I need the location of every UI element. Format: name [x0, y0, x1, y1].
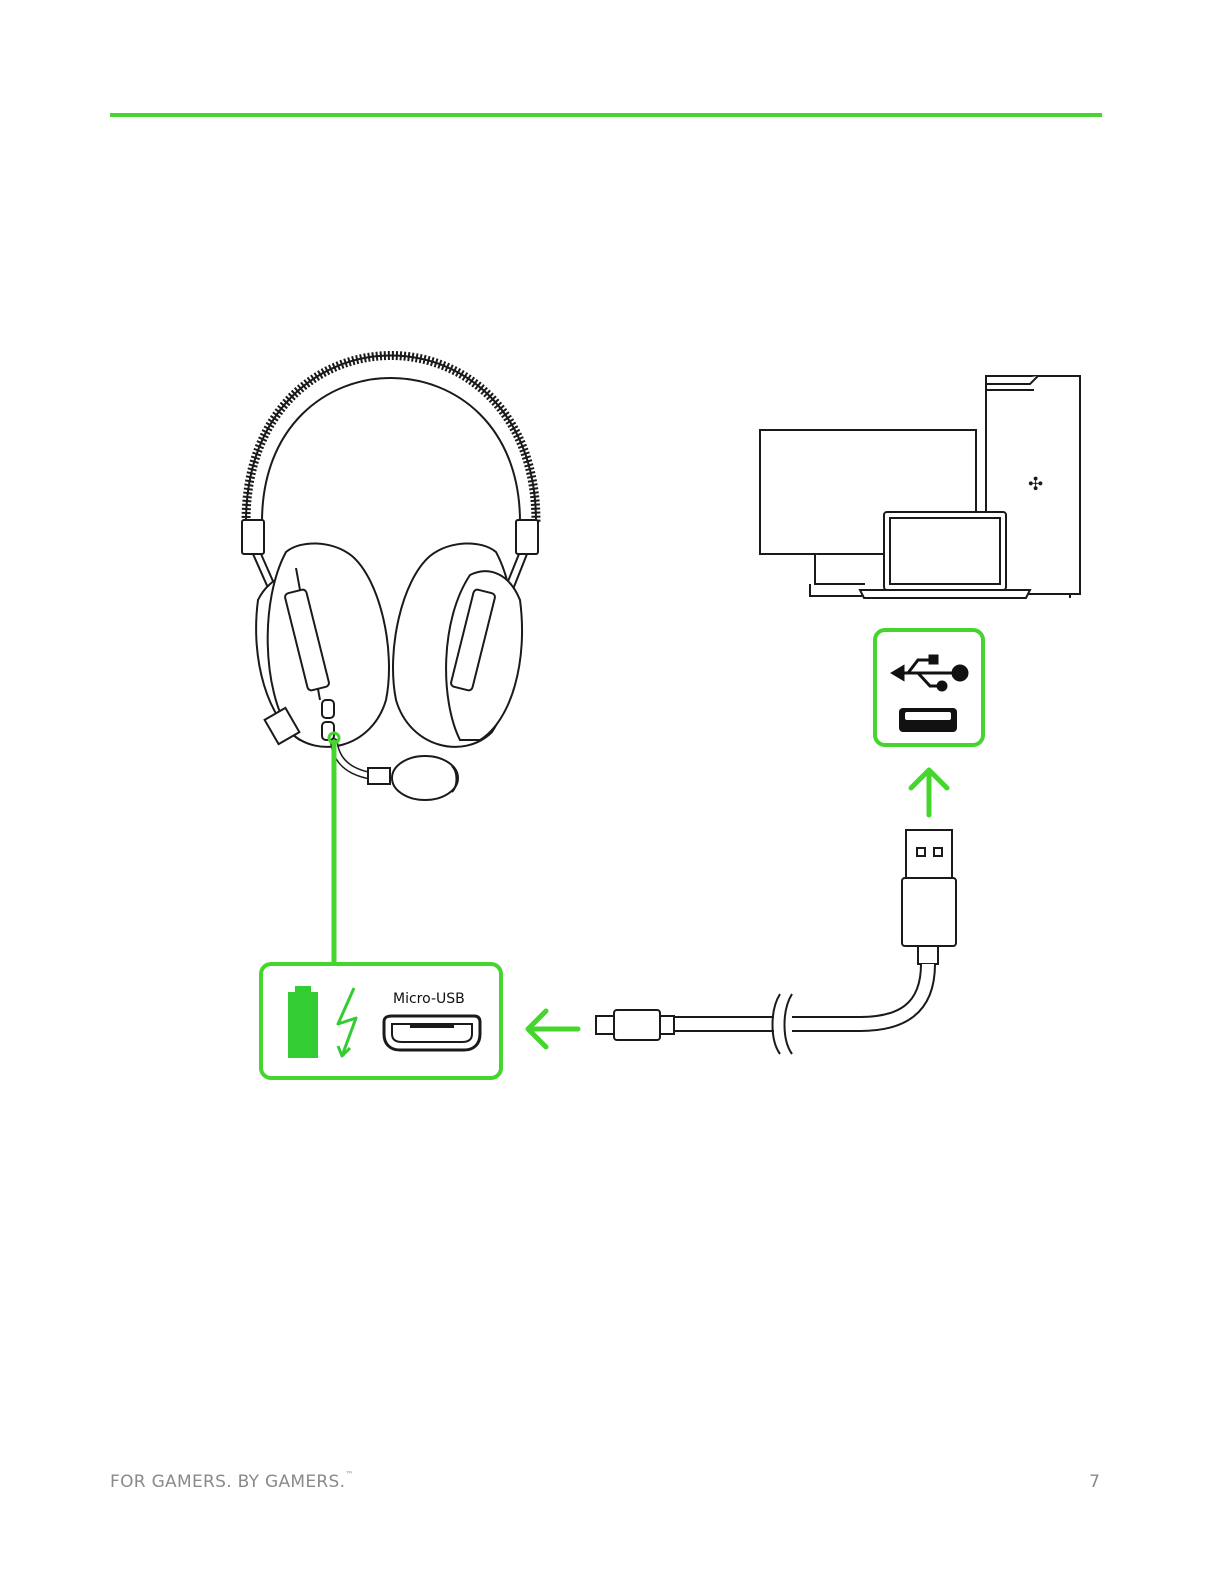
laptop-icon	[860, 512, 1030, 598]
footer-tagline: FOR GAMERS. BY GAMERS.™	[110, 1472, 354, 1492]
svg-text:✣: ✣	[1028, 474, 1043, 495]
port-label: Micro-USB	[393, 991, 465, 1007]
micro-usb-plug-icon	[596, 1010, 674, 1040]
headset-icon	[242, 356, 538, 801]
page-number: 7	[1089, 1472, 1100, 1492]
footer-tagline-text: FOR GAMERS. BY GAMERS.	[110, 1472, 345, 1492]
usb-a-plug-icon	[902, 830, 956, 964]
micro-usb-port-icon	[384, 1016, 480, 1050]
trademark-mark: ™	[345, 1470, 353, 1479]
arrow-up-icon	[911, 770, 947, 815]
battery-icon	[288, 986, 318, 1058]
arrow-left-icon	[528, 1011, 578, 1047]
